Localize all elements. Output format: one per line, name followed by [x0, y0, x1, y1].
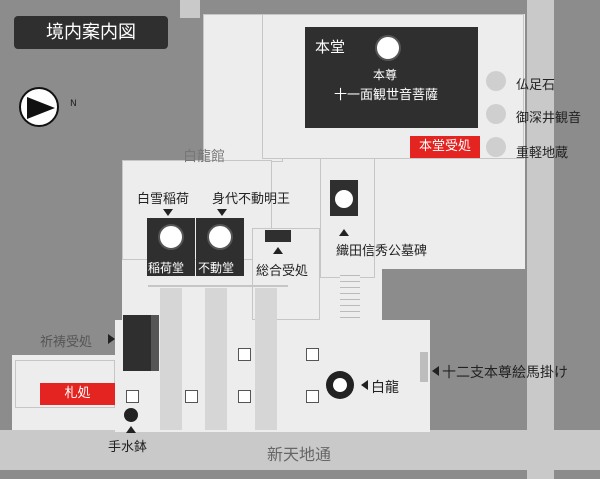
compass-label: N: [70, 99, 77, 109]
stairs: [340, 270, 360, 320]
ofukei-kannon-label: 御深井観音: [516, 111, 582, 126]
fudoudou-label: 不動堂: [198, 261, 235, 275]
ofukei-kannon-icon: [486, 104, 506, 124]
lantern-marker: [238, 348, 251, 361]
fuda-reception[interactable]: 札処: [40, 383, 115, 405]
oda-grave-label: 織田信秀公墓碑: [336, 244, 428, 259]
chozubachi-icon: [124, 408, 138, 422]
honzon-label: 本尊: [373, 68, 398, 82]
bussokuseki-label: 仏足石: [516, 78, 556, 93]
arrow-up-icon: [126, 426, 136, 433]
walkway-3: [255, 288, 277, 430]
sougou-reception-label: 総合受処: [256, 264, 309, 279]
sougou-reception-desk[interactable]: [265, 230, 291, 242]
walkway-1: [160, 288, 182, 430]
hondo-name: 本堂: [315, 38, 346, 56]
hakuryu-icon-inner: [333, 378, 347, 392]
migawari-fudou-label: 身代不動明王: [212, 192, 291, 207]
lantern-marker: [306, 390, 319, 403]
arrow-left-icon: [361, 380, 368, 390]
arrow-right-icon: [108, 334, 115, 344]
road-top-left: [180, 0, 200, 18]
chozubachi-label: 手水鉢: [108, 440, 148, 455]
map-title: 境内案内図: [14, 16, 168, 49]
road-right: [527, 0, 554, 479]
arrow-down-icon: [217, 209, 227, 216]
road-bottom: [0, 430, 600, 470]
bussokuseki-icon: [486, 71, 506, 91]
lantern-marker: [126, 390, 139, 403]
omokaru-jizo-icon: [486, 137, 506, 157]
lantern-marker: [306, 348, 319, 361]
arrow-left-icon: [432, 366, 439, 376]
arrow-up-icon: [339, 229, 349, 236]
inari-icon: [158, 224, 184, 250]
arrow-down-icon: [163, 209, 173, 216]
ema-rack: [420, 352, 428, 382]
road-label: 新天地通: [267, 445, 332, 464]
shirayuki-inari-label: 白雪稲荷: [137, 192, 190, 207]
ema-label: 十二支本尊絵馬掛け: [442, 365, 568, 381]
hakuryu-label: 白龍: [371, 380, 399, 396]
arrow-up-icon: [273, 247, 283, 254]
honzon-name: 十一面観世音菩薩: [334, 88, 439, 103]
lantern-marker: [185, 390, 198, 403]
lantern-marker: [238, 390, 251, 403]
walkway-2: [205, 288, 227, 430]
omokaru-jizo-label: 重軽地蔵: [516, 146, 569, 161]
kitou-reception-building[interactable]: [123, 315, 159, 371]
walkway-border: [148, 285, 288, 287]
oda-grave-icon: [335, 190, 353, 208]
hakuryukan-label: 白龍館: [183, 149, 225, 165]
east-block: [320, 158, 375, 278]
honzon-icon: [375, 35, 401, 61]
hondo-reception[interactable]: 本堂受処: [410, 136, 480, 158]
inaridou-label: 稲荷堂: [148, 261, 185, 275]
kitou-reception-label: 祈祷受処: [40, 335, 93, 350]
north-arrow-icon: [19, 87, 59, 127]
fudou-icon: [207, 224, 233, 250]
